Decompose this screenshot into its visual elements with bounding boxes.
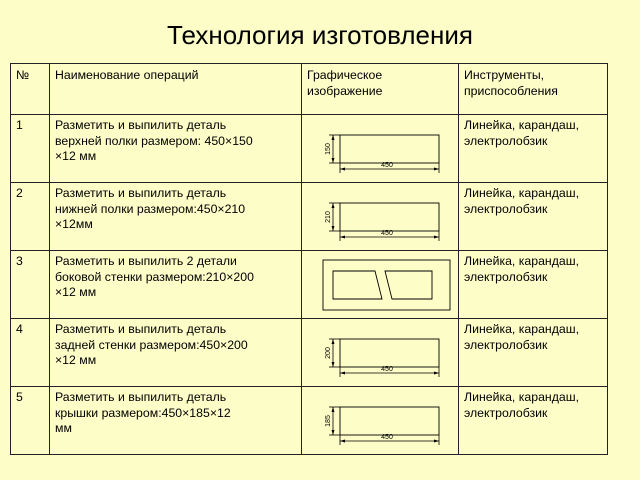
row-number: 4 — [10, 318, 50, 387]
arrowhead — [340, 439, 345, 443]
part-drawing: 150 450 — [325, 134, 440, 173]
header-drawing: Графическое изображение — [301, 63, 459, 115]
operation-name: Разметить и выпилить деталь нижней полки… — [49, 182, 302, 251]
arrowhead — [331, 226, 335, 231]
arrowhead — [434, 439, 439, 443]
drawing-cell: 200 450 — [301, 318, 459, 387]
width-label: 450 — [381, 230, 393, 237]
operation-name: Разметить и выпилить деталь верхней полк… — [49, 114, 302, 183]
operation-name: Разметить и выпилить деталь задней стенк… — [49, 318, 302, 387]
drawing-cell: 150 450 — [301, 114, 459, 183]
tools-cell: Линейка, карандаш, электролобзик — [458, 250, 608, 319]
drawing-cell — [301, 250, 459, 319]
part-outline — [339, 338, 440, 368]
side-wall-part — [384, 270, 433, 300]
tools-cell: Линейка, карандаш, электролобзик — [458, 318, 608, 387]
arrowhead — [331, 362, 335, 367]
arrowhead — [340, 235, 345, 239]
row-number: 2 — [10, 182, 50, 251]
header-number: № — [10, 63, 50, 115]
arrowhead — [331, 158, 335, 163]
width-label: 450 — [381, 434, 393, 441]
drawing-cell: 210 450 — [301, 182, 459, 251]
height-label: 200 — [325, 347, 332, 359]
header-operation: Наименование операций — [49, 63, 302, 115]
arrowhead — [331, 135, 335, 140]
part-drawing — [322, 259, 451, 311]
part-drawing: 210 450 — [325, 202, 440, 241]
board-outline — [322, 259, 451, 311]
header-tools: Инструменты, приспособления — [458, 63, 608, 115]
tools-cell: Линейка, карандаш, электролобзик — [458, 386, 608, 455]
arrowhead — [340, 371, 345, 375]
part-drawing: 200 450 — [325, 338, 440, 377]
part-outline — [339, 202, 440, 232]
arrowhead — [434, 235, 439, 239]
width-label: 450 — [381, 366, 393, 373]
part-outline — [339, 406, 440, 436]
arrowhead — [331, 430, 335, 435]
height-label: 185 — [325, 415, 332, 427]
tools-cell: Линейка, карандаш, электролобзик — [458, 114, 608, 183]
arrowhead — [340, 167, 345, 171]
operation-name: Разметить и выпилить 2 детали боковой ст… — [49, 250, 302, 319]
arrowhead — [331, 339, 335, 344]
operation-name: Разметить и выпилить деталь крышки разме… — [49, 386, 302, 455]
height-label: 150 — [325, 143, 332, 155]
arrowhead — [434, 371, 439, 375]
tools-cell: Линейка, карандаш, электролобзик — [458, 182, 608, 251]
slide-title: Технология изготовления — [167, 20, 473, 50]
drawing-cell: 185 450 — [301, 386, 459, 455]
part-outline — [339, 134, 440, 164]
operations-table: № Наименование операций Графическое изоб… — [10, 63, 608, 455]
table-header-row: № Наименование операций Графическое изоб… — [10, 63, 608, 115]
part-drawing: 185 450 — [325, 406, 440, 445]
width-label: 450 — [381, 162, 393, 169]
arrowhead — [434, 167, 439, 171]
row-number: 1 — [10, 114, 50, 183]
row-number: 5 — [10, 386, 50, 455]
arrowhead — [331, 203, 335, 208]
row-number: 3 — [10, 250, 50, 319]
side-wall-part — [332, 270, 383, 300]
arrowhead — [331, 407, 335, 412]
height-label: 210 — [325, 211, 332, 223]
